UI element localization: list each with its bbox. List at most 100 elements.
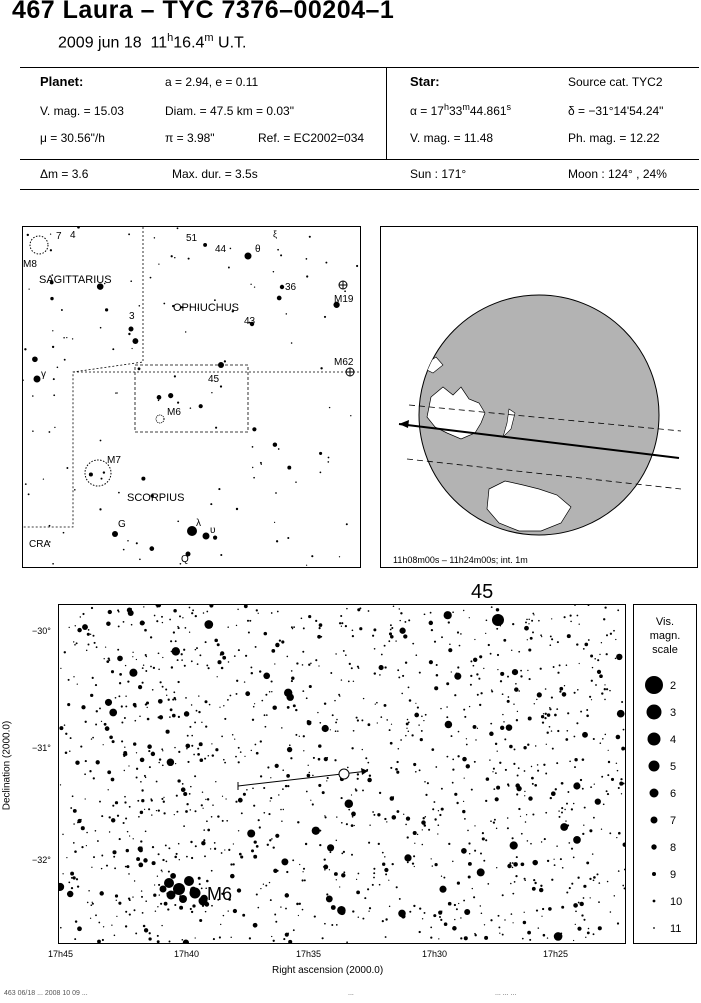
- background-star: [389, 741, 393, 745]
- background-star: [128, 873, 130, 875]
- earth-globe-panel: 11h08m00s – 11h24m00s; int. 1m: [380, 226, 698, 568]
- background-star: [610, 777, 615, 781]
- background-star: [527, 743, 530, 746]
- background-star: [80, 818, 82, 821]
- background-star: [177, 779, 181, 783]
- star-dec: δ = −31°14'54.24": [568, 104, 664, 118]
- background-star: [534, 745, 537, 747]
- background-star: [423, 719, 425, 722]
- background-star: [93, 641, 96, 644]
- shadow-limit-north: [408, 404, 682, 432]
- background-star: [419, 907, 422, 910]
- background-star: [454, 792, 458, 796]
- background-star: [355, 716, 358, 719]
- background-star: [229, 247, 232, 250]
- background-star: [350, 415, 352, 417]
- background-star: [275, 920, 278, 923]
- background-star: [242, 913, 246, 917]
- background-star: [549, 635, 552, 638]
- background-star: [590, 654, 594, 658]
- background-star: [251, 849, 254, 853]
- background-star: [204, 641, 207, 644]
- planet-orbit: a = 2.94, e = 0.11: [165, 75, 259, 89]
- background-star: [600, 642, 603, 644]
- background-star: [66, 336, 68, 339]
- background-star: [617, 786, 620, 790]
- background-star: [479, 655, 483, 659]
- background-star: [96, 840, 99, 842]
- background-star: [579, 778, 583, 782]
- mag-dot-8: [651, 844, 657, 850]
- background-star: [143, 808, 146, 811]
- background-star: [183, 664, 186, 667]
- background-star: [538, 619, 540, 622]
- background-star: [475, 739, 477, 741]
- background-star: [198, 883, 201, 886]
- background-star: [469, 683, 472, 686]
- background-star: [104, 308, 109, 312]
- background-star: [348, 808, 351, 811]
- background-star: [473, 760, 476, 763]
- background-star: [463, 708, 466, 711]
- background-star: [566, 802, 568, 805]
- background-star: [257, 612, 259, 614]
- background-star: [470, 660, 473, 663]
- background-star: [327, 844, 335, 852]
- background-star: [550, 696, 553, 699]
- background-star: [103, 722, 107, 726]
- background-star: [596, 873, 599, 876]
- background-star: [321, 791, 325, 795]
- background-star: [515, 874, 518, 878]
- background-star: [580, 710, 583, 713]
- time-scale: U.T.: [213, 34, 247, 52]
- background-star: [107, 770, 112, 775]
- background-star: [416, 833, 419, 836]
- background-star: [122, 548, 125, 551]
- background-star: [70, 886, 74, 890]
- background-star: [336, 816, 338, 818]
- background-star: [236, 888, 242, 893]
- background-star: [235, 755, 237, 758]
- background-star: [400, 612, 403, 615]
- background-star: [228, 898, 231, 901]
- background-star: [594, 798, 601, 805]
- mag-label-2: 2: [670, 680, 676, 692]
- background-star: [59, 726, 64, 731]
- background-star: [95, 760, 100, 765]
- background-star: [99, 439, 102, 442]
- finder-chart-svg: M8 7 4 51 44 θ ξ SAGITTARIUS OPHIUCHUS 3…: [23, 227, 360, 566]
- background-star: [290, 680, 293, 683]
- background-star: [413, 865, 415, 868]
- background-star: [190, 660, 193, 663]
- background-star: [465, 743, 468, 746]
- background-star: [351, 815, 354, 818]
- background-star: [280, 254, 283, 257]
- background-star: [380, 716, 383, 718]
- background-star: [357, 608, 361, 612]
- background-star: [123, 717, 126, 719]
- background-star: [419, 737, 423, 742]
- background-star: [277, 248, 279, 251]
- background-star: [511, 837, 514, 840]
- background-star: [205, 887, 207, 890]
- background-star: [404, 854, 412, 862]
- background-star: [340, 797, 343, 800]
- background-star: [321, 724, 329, 733]
- background-star: [548, 907, 552, 911]
- background-star: [287, 536, 290, 540]
- asteroid-position: [338, 768, 350, 780]
- background-star: [568, 842, 571, 844]
- background-star: [587, 927, 590, 930]
- background-star: [396, 810, 400, 813]
- background-star: [609, 911, 612, 913]
- background-star: [187, 257, 190, 260]
- background-star: [220, 923, 222, 926]
- background-star: [275, 642, 280, 648]
- label-51: 51: [186, 233, 198, 244]
- background-star: [431, 865, 433, 867]
- background-star: [162, 800, 165, 803]
- background-star: [247, 829, 256, 838]
- background-star: [250, 283, 252, 285]
- background-star: [324, 816, 327, 819]
- background-star: [204, 700, 208, 704]
